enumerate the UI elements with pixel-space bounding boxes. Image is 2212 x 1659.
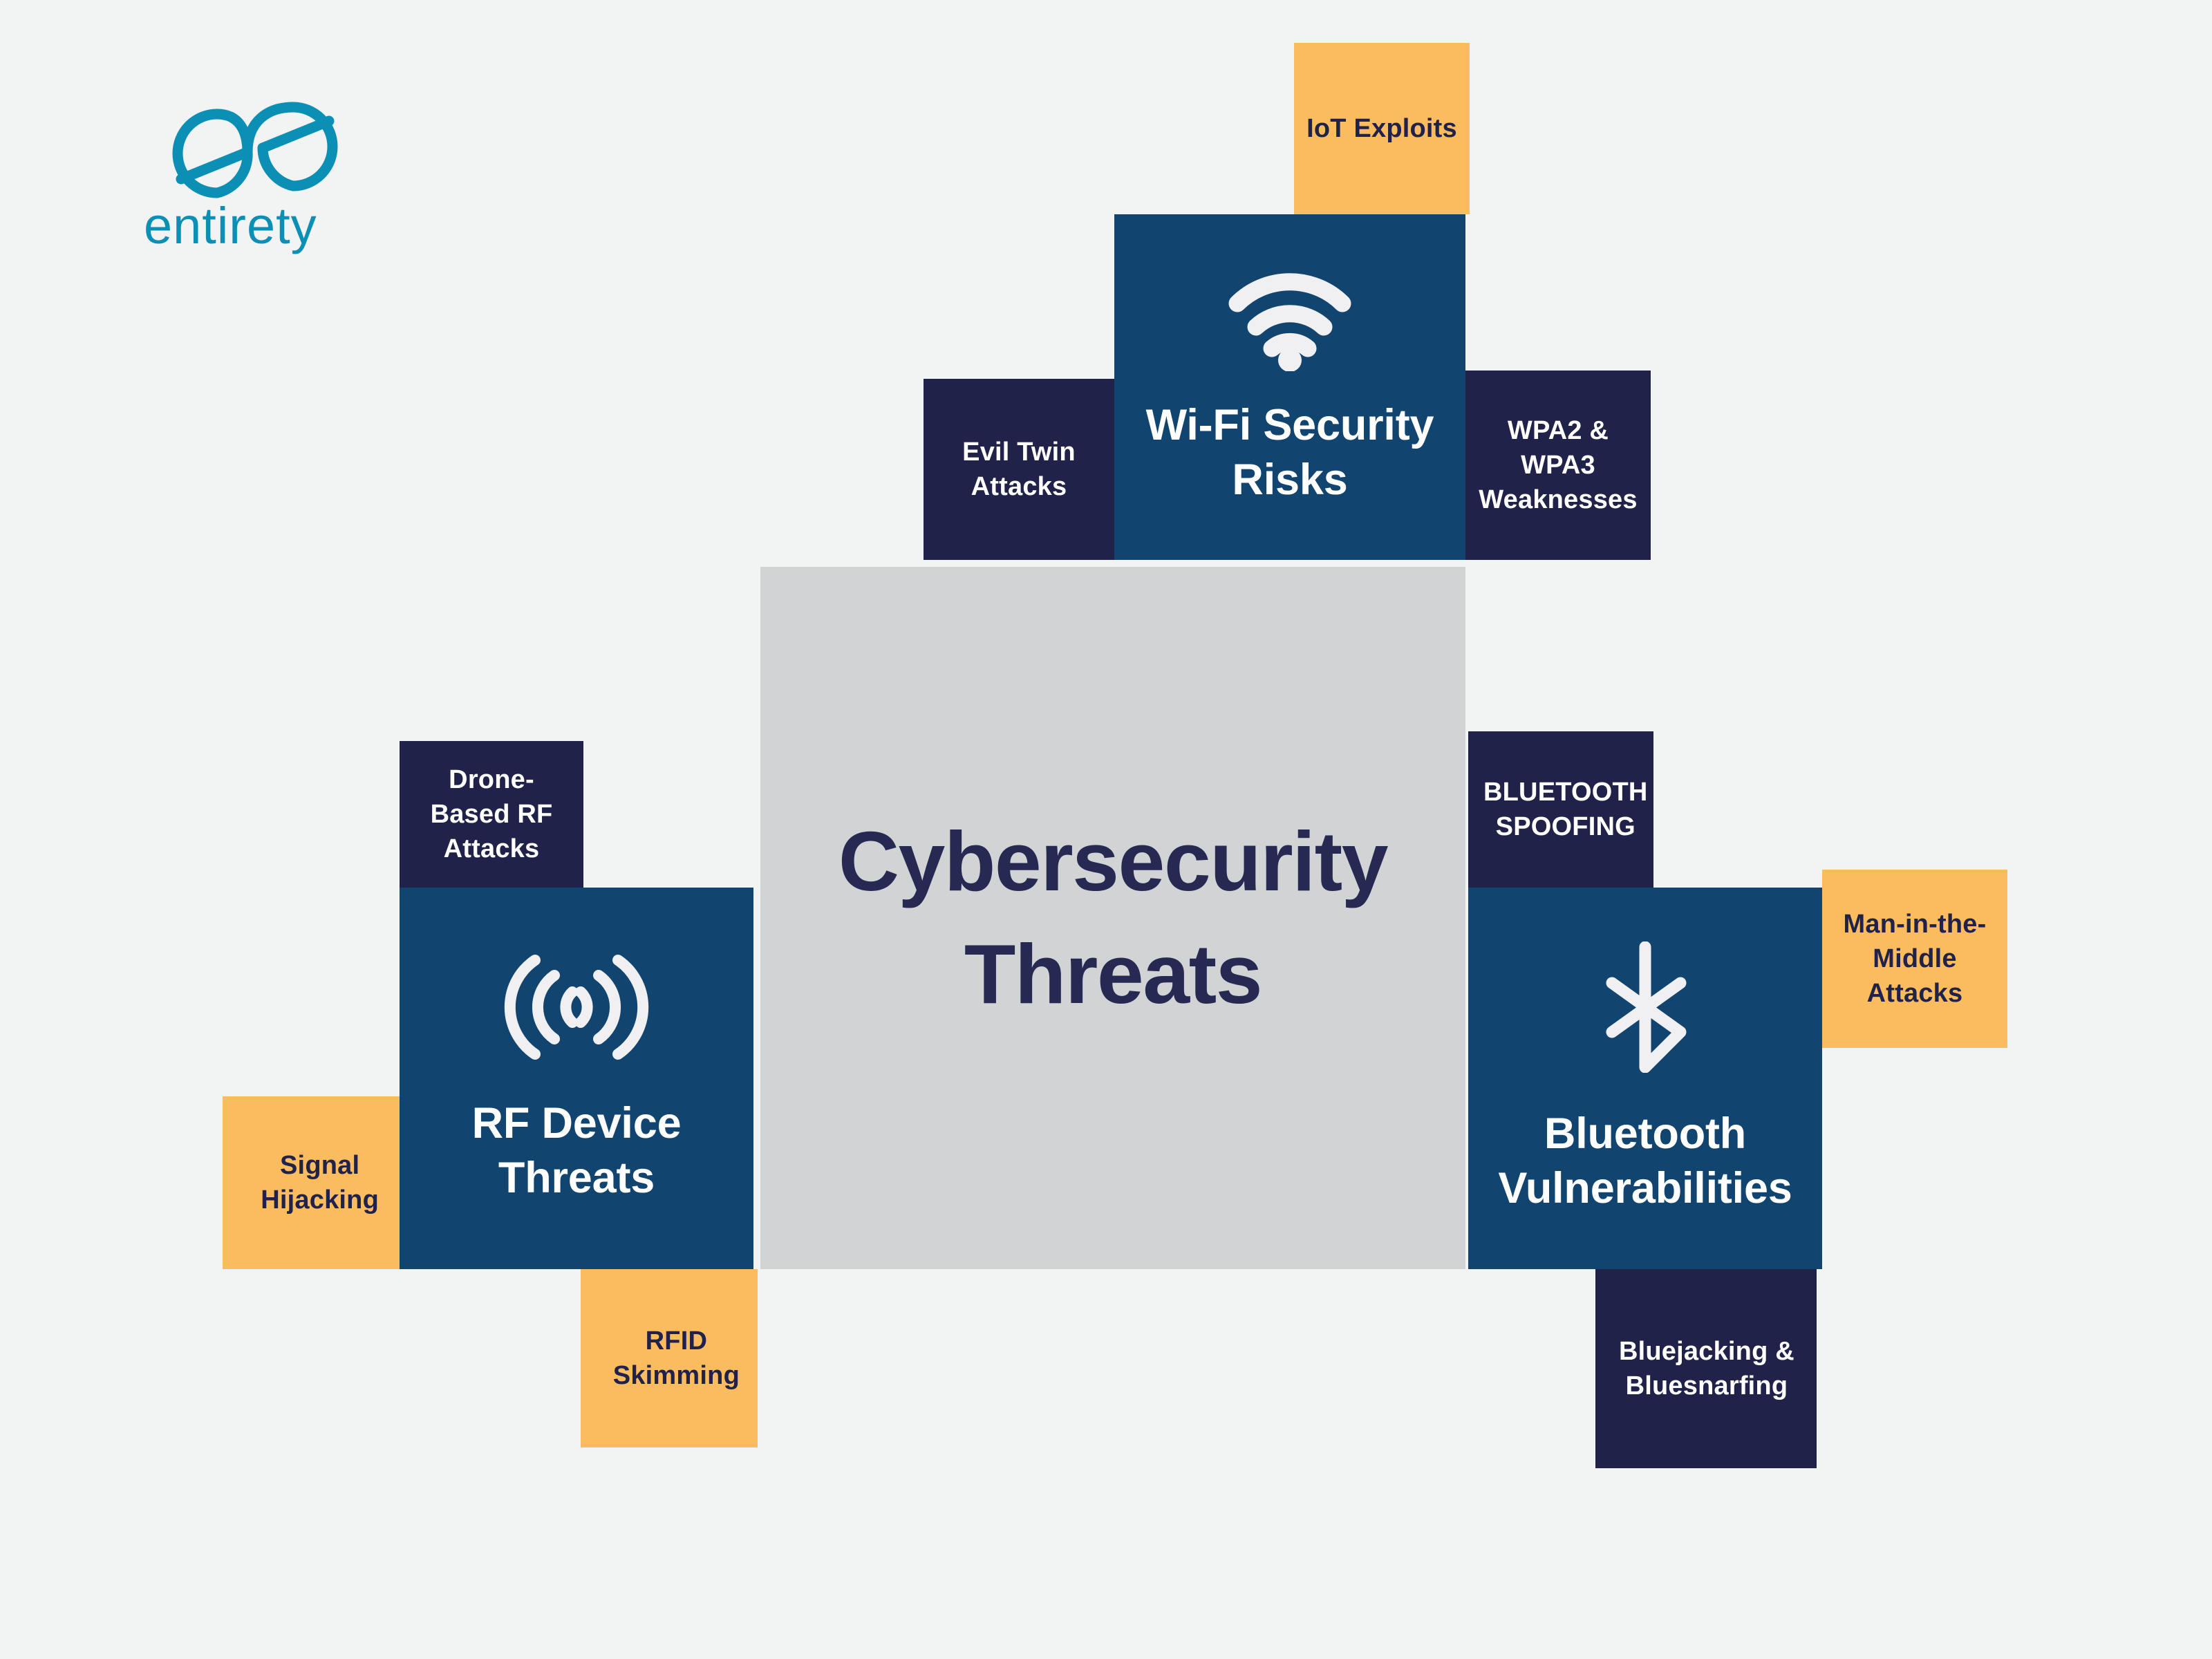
pillar-wifi-security-risks[interactable]: Wi-Fi Security Risks xyxy=(1114,214,1465,560)
pillar-label-line2: Threats xyxy=(498,1153,655,1202)
satellite-bluejacking-bluesnarfing[interactable]: Bluejacking &Bluesnarfing xyxy=(1595,1269,1817,1468)
pillar-label-line2: Vulnerabilities xyxy=(1498,1163,1792,1212)
pillar-label-line1: Bluetooth xyxy=(1544,1109,1747,1158)
center-topic-box: Cybersecurity Threats xyxy=(760,567,1465,1269)
pillar-label-line1: Wi-Fi Security xyxy=(1145,400,1434,449)
pillar-bluetooth-vulnerabilities[interactable]: Bluetooth Vulnerabilities xyxy=(1468,888,1822,1269)
brand-wordmark: entirety xyxy=(144,197,317,254)
pillar-label: Bluetooth Vulnerabilities xyxy=(1484,1107,1806,1216)
satellite-label: Bluejacking &Bluesnarfing xyxy=(1619,1336,1794,1400)
center-title-line2: Threats xyxy=(964,927,1263,1021)
bluetooth-icon xyxy=(1593,941,1697,1076)
rf-signal-icon xyxy=(502,952,651,1066)
wifi-icon xyxy=(1226,268,1354,375)
brand-logo: entirety xyxy=(135,83,343,263)
pillar-label-line2: Risks xyxy=(1232,455,1348,504)
center-title-line1: Cybersecurity xyxy=(838,814,1389,908)
satellite-iot-exploits[interactable]: IoT Exploits xyxy=(1294,43,1470,214)
infinity-double-e-logo-icon: entirety xyxy=(144,102,338,254)
pillar-label-line1: RF Device xyxy=(471,1098,682,1147)
pillar-rf-device-threats[interactable]: RF Device Threats xyxy=(400,888,753,1269)
center-topic-title: Cybersecurity Threats xyxy=(811,805,1415,1031)
pillar-label: Wi-Fi Security Risks xyxy=(1132,398,1448,507)
pillar-label: RF Device Threats xyxy=(458,1096,695,1206)
satellite-label: IoT Exploits xyxy=(1306,113,1457,143)
